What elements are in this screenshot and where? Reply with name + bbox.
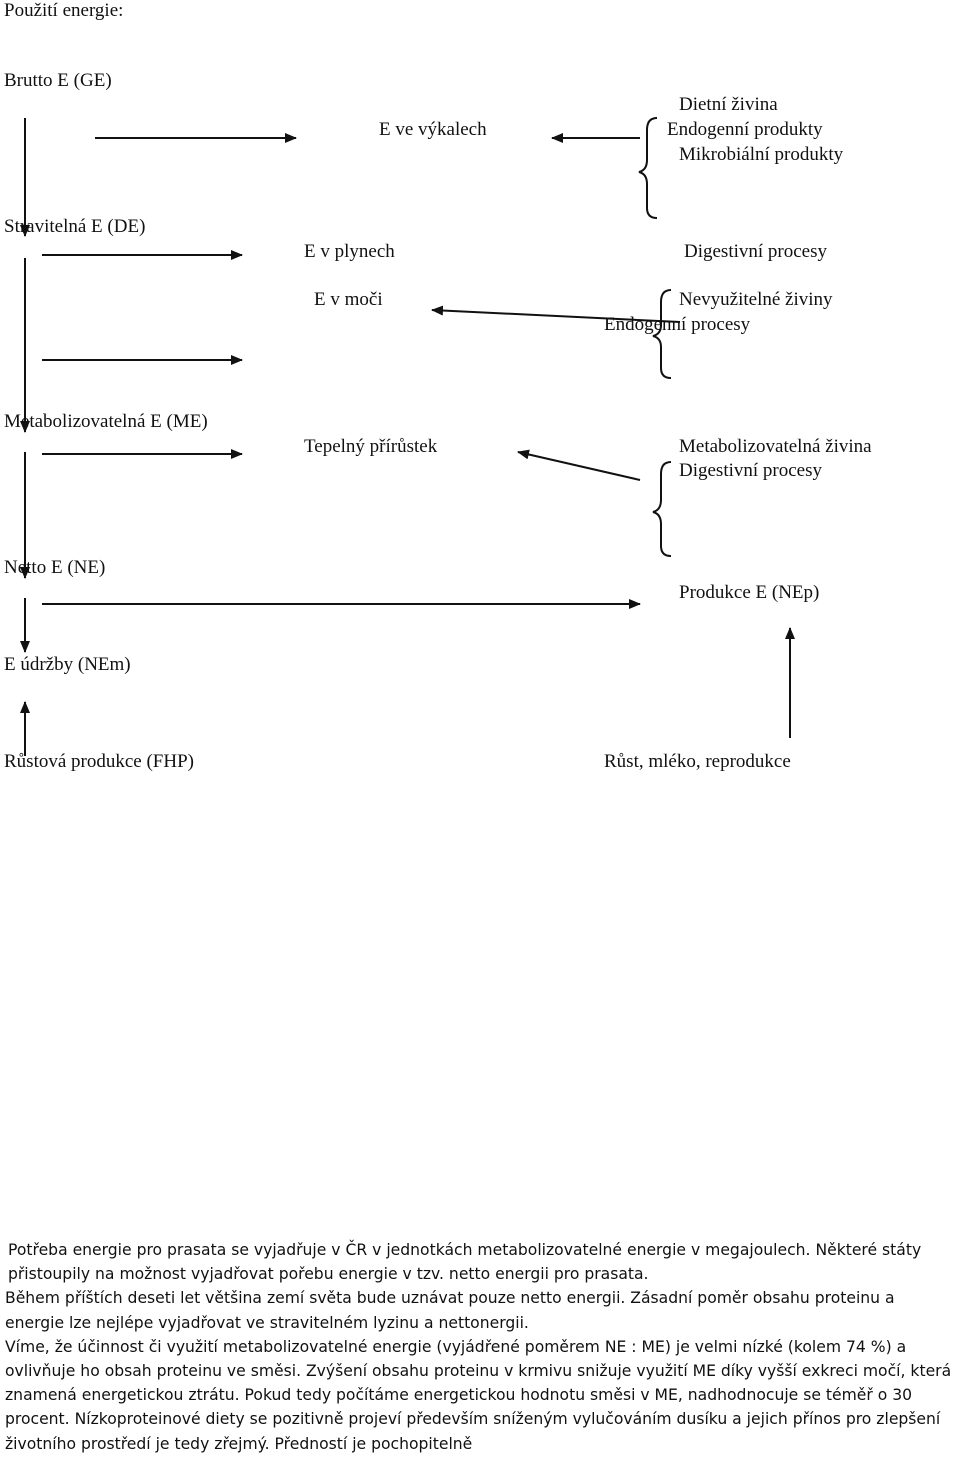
- paragraph-1: Potřeba energie pro prasata se vyjadřuje…: [8, 1241, 922, 1284]
- paragraph-3: Víme, že účinnost či využití metabolizov…: [5, 1337, 952, 1453]
- body-text: Potřeba energie pro prasata se vyjadřuje…: [5, 1238, 957, 1456]
- factor-feces-3: Mikrobiální produkty: [679, 144, 844, 165]
- label-feces-energy: E ve výkalech: [379, 119, 487, 140]
- factor-feces-1: Dietní živina: [679, 94, 778, 115]
- label-digestible-energy: Stravitelná E (DE): [4, 216, 146, 237]
- label-gross-energy: Brutto E (GE): [4, 70, 112, 91]
- arrow-factors-to-urine: [431, 305, 681, 323]
- label-metabolizable-energy: Metabolizovatelná E (ME): [4, 411, 208, 432]
- arrow-factors-to-heat: [517, 449, 641, 481]
- paragraph-2: Během příštích deseti let většina zemí s…: [5, 1289, 895, 1332]
- factor-heat-2: Digestivní procesy: [679, 460, 823, 481]
- label-net-energy: Netto E (NE): [4, 557, 106, 578]
- factor-heat-1: Metabolizovatelná živina: [679, 436, 872, 457]
- label-urine-energy: E v moči: [314, 289, 383, 310]
- label-production-energy: Produkce E (NEp): [679, 582, 820, 603]
- brace-heat-factors: [652, 461, 672, 557]
- brace-feces-factors: [638, 117, 658, 219]
- factor-gas: Digestivní procesy: [684, 241, 828, 262]
- diagram-title: Použití energie:: [4, 0, 124, 21]
- brace-urine-factors: [652, 289, 672, 379]
- label-heat-increment: Tepelný přírůstek: [304, 436, 438, 457]
- factor-urine-1: Nevyužitelné živiny: [679, 289, 833, 310]
- label-production-outputs: Růst, mléko, reprodukce: [604, 751, 791, 772]
- factor-feces-2: Endogenní produkty: [667, 119, 823, 140]
- label-gas-energy: E v plynech: [304, 241, 395, 262]
- factor-urine-2: Endogenní procesy: [604, 314, 751, 335]
- label-maintenance-energy: E údržby (NEm): [4, 654, 131, 675]
- label-growth-production: Růstová produkce (FHP): [4, 751, 194, 772]
- diagram-lines: [20, 117, 795, 756]
